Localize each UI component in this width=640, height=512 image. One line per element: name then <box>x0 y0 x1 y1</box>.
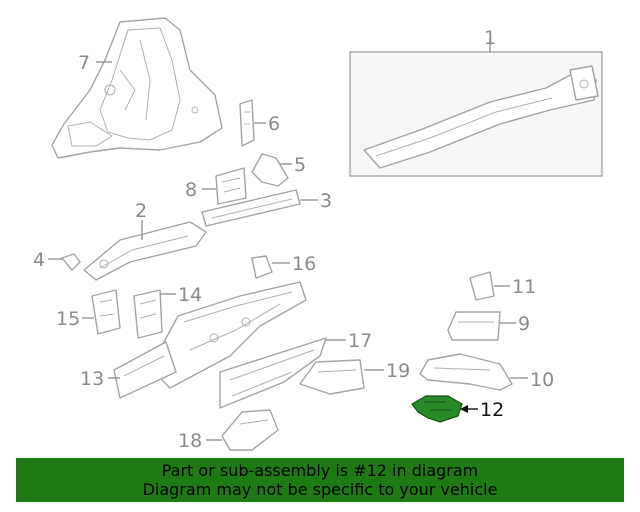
callout-14: 14 <box>178 284 202 306</box>
part-11-drawing <box>469 271 495 301</box>
part-1-inset <box>349 51 603 177</box>
callout-1: 1 <box>484 27 496 49</box>
callout-5: 5 <box>294 154 306 176</box>
part-19-drawing <box>299 359 365 395</box>
callout-17: 17 <box>348 330 372 352</box>
callout-9: 9 <box>518 313 530 335</box>
callout-16: 16 <box>292 253 316 275</box>
part-3-drawing <box>201 189 301 227</box>
callout-3: 3 <box>320 190 332 212</box>
part-15-drawing <box>91 289 121 335</box>
part-9-drawing <box>447 311 501 341</box>
arrowhead-12 <box>460 405 468 413</box>
part-6-drawing <box>239 99 255 147</box>
callout-15: 15 <box>56 308 80 330</box>
callout-4: 4 <box>33 249 45 271</box>
part-13-drawing <box>113 341 177 399</box>
part-4-drawing <box>61 253 81 271</box>
part-12-highlighted-drawing <box>411 395 463 423</box>
callout-18: 18 <box>178 430 202 452</box>
part-7-drawing <box>51 17 223 159</box>
part-2-drawing <box>83 221 207 281</box>
part-5-drawing <box>251 153 289 187</box>
part-10-drawing <box>419 353 513 391</box>
part-16-drawing <box>251 255 273 279</box>
callout-8: 8 <box>185 179 197 201</box>
callout-2: 2 <box>135 200 147 222</box>
banner-line-2: Diagram may not be specific to your vehi… <box>142 480 498 499</box>
part-8-drawing <box>215 167 247 205</box>
callout-19: 19 <box>386 360 410 382</box>
part-central-frame-drawing <box>149 281 307 389</box>
part-18-drawing <box>221 409 279 451</box>
info-banner: Part or sub-assembly is #12 in diagram D… <box>16 458 624 502</box>
part-14-drawing <box>133 289 163 339</box>
callout-13: 13 <box>80 368 104 390</box>
callout-11: 11 <box>512 276 536 298</box>
banner-line-1: Part or sub-assembly is #12 in diagram <box>161 461 479 480</box>
part-17-drawing <box>219 337 327 409</box>
callout-12: 12 <box>480 399 504 421</box>
callout-6: 6 <box>268 113 280 135</box>
callout-10: 10 <box>530 369 554 391</box>
callout-7: 7 <box>78 52 90 74</box>
